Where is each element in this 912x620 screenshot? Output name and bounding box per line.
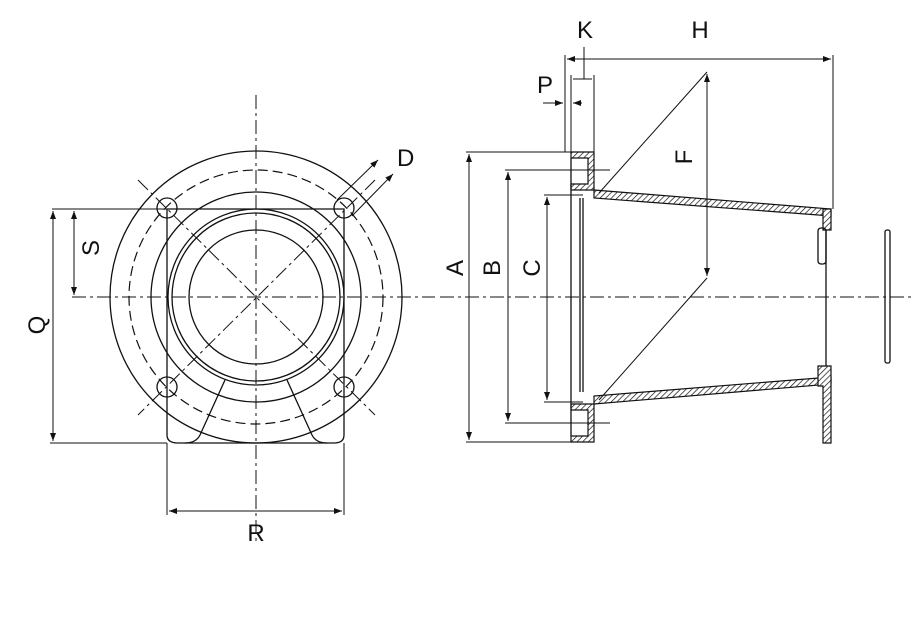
- label-A: A: [442, 260, 469, 276]
- cone-wall-top: [593, 189, 832, 217]
- label-P: P: [537, 72, 553, 99]
- bolt-hole: [156, 197, 178, 219]
- bolt-hole: [333, 197, 355, 219]
- bolt-hole: [156, 376, 178, 398]
- label-F: F: [671, 150, 698, 165]
- label-C: C: [519, 259, 546, 276]
- label-R: R: [247, 520, 264, 547]
- square-base-plate: [166, 208, 345, 444]
- cone-wall-bottom: [593, 376, 832, 405]
- construction-line: [598, 71, 708, 194]
- bore-inner-circle: [171, 212, 341, 382]
- bolt-hole: [333, 376, 355, 398]
- diagonal-centerline: [137, 179, 376, 416]
- hub-circle: [150, 191, 362, 403]
- outlet-lip-top: [822, 208, 832, 231]
- gasket: [884, 229, 891, 364]
- pipe-inner-circle: [188, 229, 324, 365]
- label-H: H: [691, 17, 708, 44]
- rib-left: [184, 379, 226, 444]
- bolt-circle: [128, 169, 384, 425]
- label-K: K: [577, 17, 593, 44]
- inlet-flange-top: [570, 151, 595, 191]
- diagonal-centerline: [137, 179, 376, 416]
- outlet-boss: [817, 227, 827, 265]
- construction-line: [598, 277, 708, 401]
- label-B: B: [479, 260, 506, 276]
- label-D: D: [397, 145, 414, 172]
- dimension-D-leader: [336, 159, 379, 201]
- label-Q: Q: [24, 316, 51, 335]
- label-S: S: [78, 240, 105, 256]
- outlet-flange-bottom: [817, 365, 832, 444]
- front-view: D S Q R: [24, 95, 435, 547]
- side-section-view: K H P F A B C: [440, 17, 912, 444]
- dimension-D-leader: [351, 173, 394, 217]
- rib-right: [286, 379, 328, 444]
